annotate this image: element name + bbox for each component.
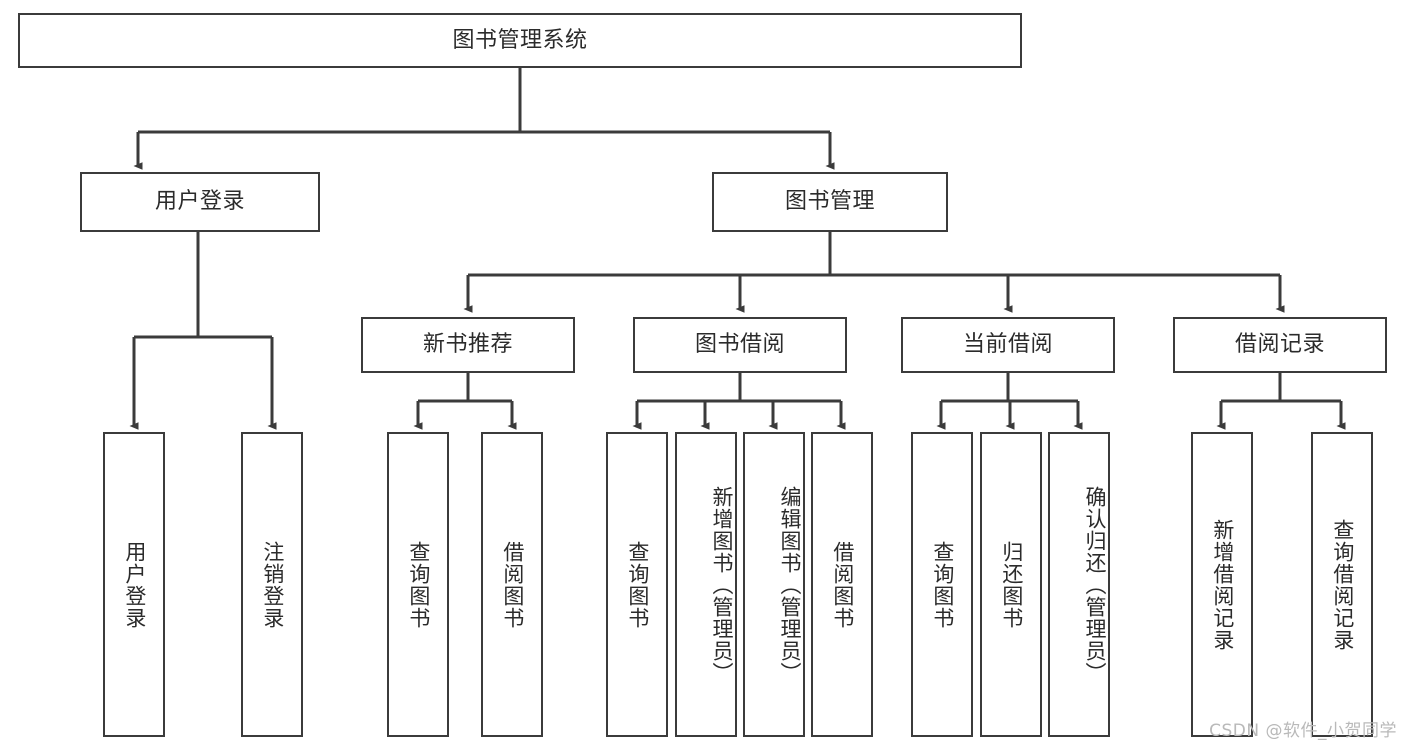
leaf-borrow-book-2[interactable]: 借阅图书: [811, 432, 873, 737]
csdn-watermark: CSDN @软件_小贺同学: [1209, 721, 1397, 741]
node-root[interactable]: 图书管理系统: [18, 13, 1022, 68]
leaf-user-login[interactable]: 用户登录: [103, 432, 165, 737]
node-book-management[interactable]: 图书管理: [712, 172, 948, 232]
leaf-borrow-book-1-label: 借阅图书: [500, 540, 525, 629]
leaf-query-record-label: 查询借阅记录: [1330, 518, 1355, 651]
node-book-management-label: 图书管理: [784, 189, 875, 215]
leaf-query-book-2-label: 查询图书: [625, 540, 650, 629]
leaf-query-book-3[interactable]: 查询图书: [911, 432, 973, 737]
node-book-borrow-label: 图书借阅: [694, 332, 785, 358]
node-new-book-recommend-label: 新书推荐: [422, 332, 513, 358]
leaf-borrow-book-1[interactable]: 借阅图书: [481, 432, 543, 737]
leaf-edit-book-label: 编辑图书（管理员）: [778, 485, 802, 684]
leaf-return-book[interactable]: 归还图书: [980, 432, 1042, 737]
leaf-add-record[interactable]: 新增借阅记录: [1191, 432, 1253, 737]
leaf-query-book-3-label: 查询图书: [930, 540, 955, 629]
leaf-confirm-return-label: 确认归还（管理员）: [1083, 485, 1107, 684]
leaf-add-record-label: 新增借阅记录: [1210, 518, 1235, 651]
node-root-label: 图书管理系统: [452, 27, 588, 53]
leaf-query-record[interactable]: 查询借阅记录: [1311, 432, 1373, 737]
node-new-book-recommend[interactable]: 新书推荐: [361, 317, 575, 373]
leaf-query-book-1-label: 查询图书: [406, 540, 431, 629]
leaf-query-book-2[interactable]: 查询图书: [606, 432, 668, 737]
node-user-login-label: 用户登录: [154, 189, 245, 215]
leaf-return-book-label: 归还图书: [999, 540, 1024, 629]
leaf-user-logout-label: 注销登录: [260, 540, 285, 629]
node-borrow-records[interactable]: 借阅记录: [1173, 317, 1387, 373]
leaf-borrow-book-2-label: 借阅图书: [830, 540, 855, 629]
leaf-user-login-label: 用户登录: [122, 540, 147, 629]
leaf-edit-book[interactable]: 编辑图书（管理员）: [743, 432, 805, 737]
leaf-confirm-return[interactable]: 确认归还（管理员）: [1048, 432, 1110, 737]
leaf-add-book-label: 新增图书（管理员）: [710, 485, 734, 684]
leaf-user-logout[interactable]: 注销登录: [241, 432, 303, 737]
leaf-query-book-1[interactable]: 查询图书: [387, 432, 449, 737]
node-book-borrow[interactable]: 图书借阅: [633, 317, 847, 373]
node-current-borrow[interactable]: 当前借阅: [901, 317, 1115, 373]
node-borrow-records-label: 借阅记录: [1234, 332, 1325, 358]
node-user-login[interactable]: 用户登录: [80, 172, 320, 232]
leaf-add-book[interactable]: 新增图书（管理员）: [675, 432, 737, 737]
node-current-borrow-label: 当前借阅: [962, 332, 1053, 358]
